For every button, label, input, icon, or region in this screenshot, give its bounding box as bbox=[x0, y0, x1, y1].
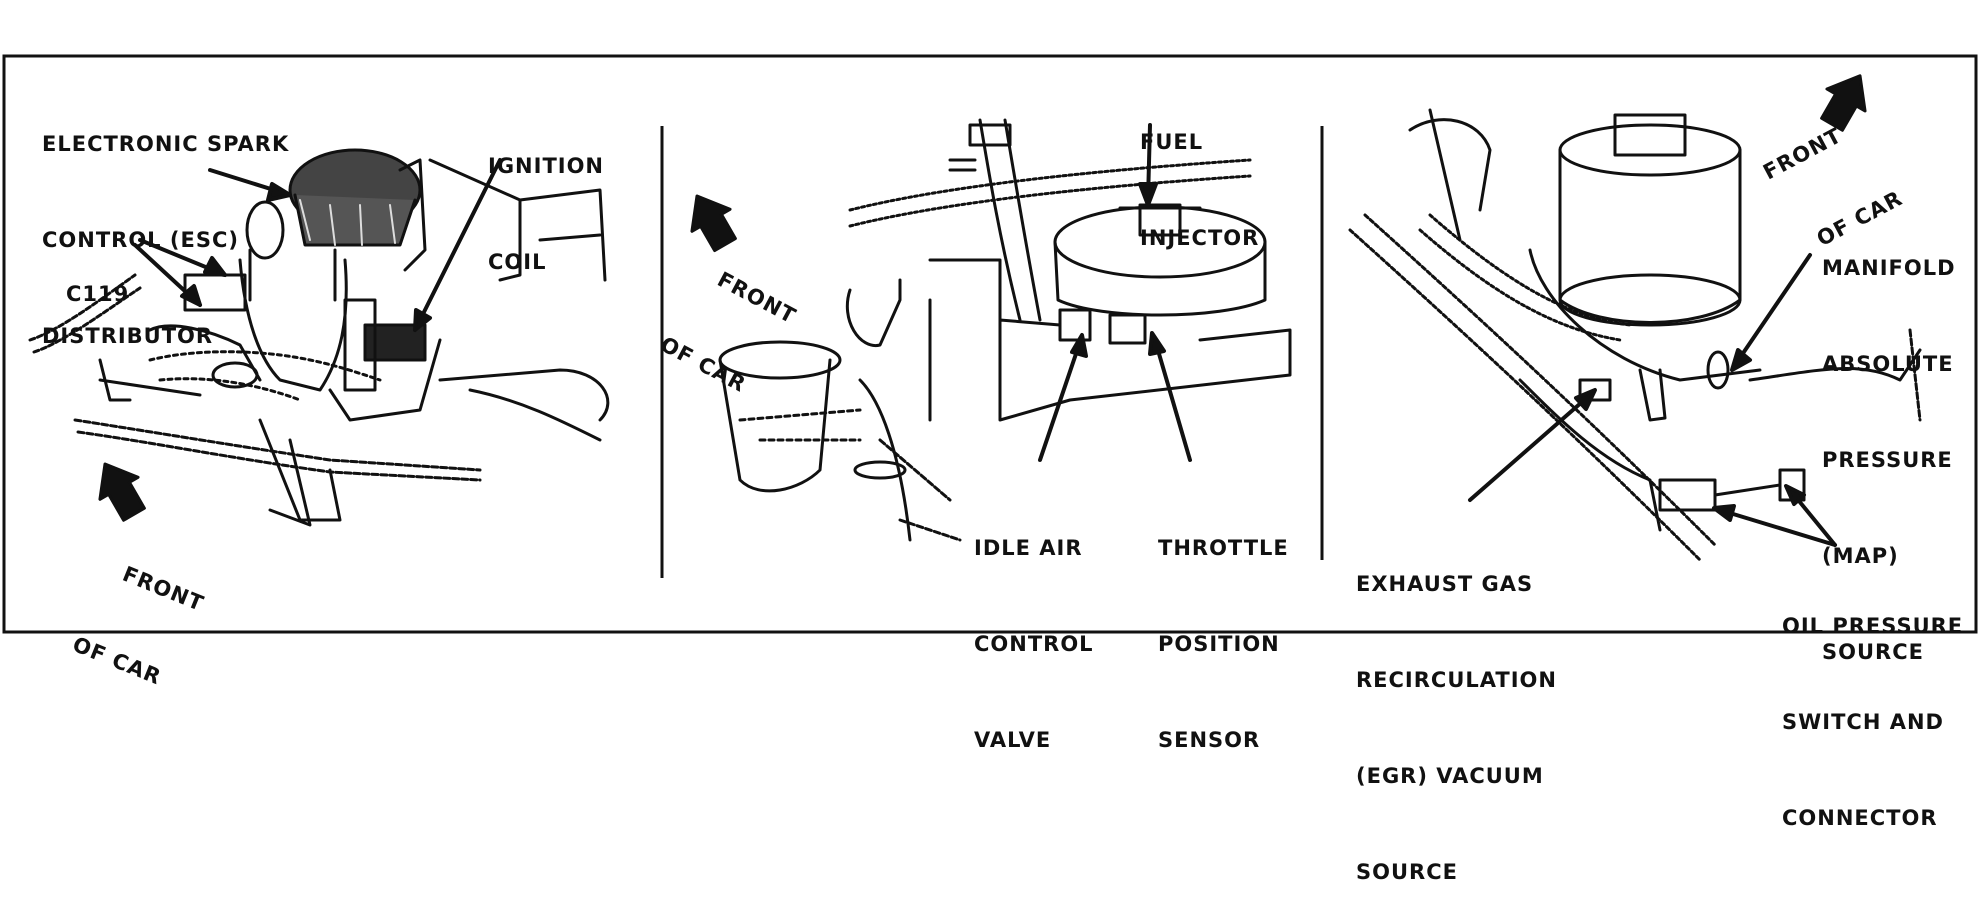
engine-component-diagram bbox=[2, 54, 1978, 634]
panel-1-leader-lines bbox=[133, 158, 502, 332]
label-throttle-position-sensor: THROTTLE POSITION SENSOR bbox=[1158, 536, 1289, 752]
panel-1-front-arrow-icon bbox=[98, 462, 146, 522]
label-oil-pressure-switch: OIL PRESSURE SWITCH AND CONNECTOR bbox=[1782, 614, 1964, 830]
diagram-frame bbox=[2, 54, 1978, 634]
label-fuel-injector: FUEL INJECTOR bbox=[1140, 130, 1260, 250]
panel-2-front-arrow-icon bbox=[690, 194, 737, 253]
panel-3-front-arrow-icon bbox=[1820, 74, 1867, 132]
panel-2-leader-lines bbox=[1038, 123, 1192, 462]
label-idle-air-control-valve: IDLE AIR CONTROL VALVE bbox=[974, 536, 1094, 752]
panel-3-leader-lines bbox=[1468, 253, 1837, 547]
label-map-source: MANIFOLD ABSOLUTE PRESSURE (MAP) SOURCE bbox=[1822, 256, 1956, 664]
label-esc-distributor: ELECTRONIC SPARK CONTROL (ESC) DISTRIBUT… bbox=[42, 132, 290, 348]
label-egr-vacuum-source: EXHAUST GAS RECIRCULATION (EGR) VACUUM S… bbox=[1356, 572, 1557, 884]
panel-3-drawing bbox=[1348, 108, 1922, 562]
label-connector-c119: C119 bbox=[66, 282, 130, 306]
panel-2-drawing bbox=[718, 118, 1292, 542]
label-ignition-coil: IGNITION COIL bbox=[488, 154, 605, 274]
